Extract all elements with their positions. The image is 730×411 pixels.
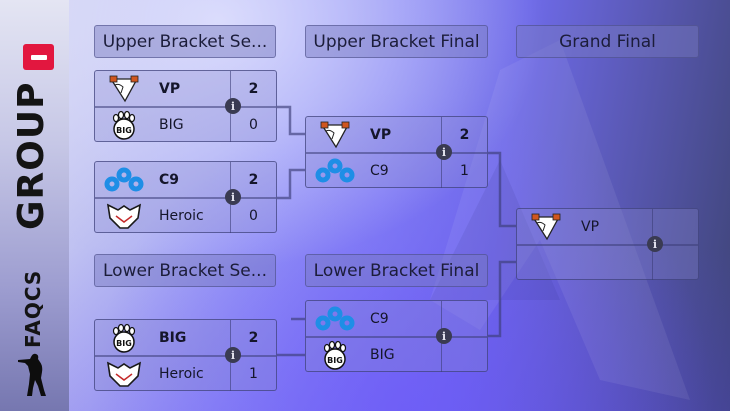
match-upper-semi-2[interactable]: C9 2 Heroic 0 i [94, 161, 277, 233]
team-row[interactable]: BIG BIG 2 [95, 320, 276, 357]
match-lower-semi[interactable]: BIG BIG 2 Heroic 1 i [94, 319, 277, 391]
team-score: 2 [230, 320, 276, 355]
match-info-icon[interactable]: i [225, 98, 241, 114]
match-lower-final[interactable]: C9 BIG BIG i [305, 300, 488, 372]
team-row[interactable]: BIG BIG [306, 337, 487, 372]
match-info-icon[interactable]: i [436, 328, 452, 344]
group-label: GROUP [11, 81, 52, 231]
team-score [441, 337, 487, 372]
round-header-lower-final: Lower Bracket Final [305, 254, 488, 287]
vp-logo-icon [306, 117, 364, 152]
team-score [652, 209, 698, 244]
round-header-upper-final: Upper Bracket Final [305, 25, 488, 58]
match-info-icon[interactable]: i [225, 347, 241, 363]
c9-logo-icon [306, 153, 364, 188]
round-header-grand-final: Grand Final [516, 25, 699, 58]
c9-logo-icon [306, 301, 364, 336]
team-score: 0 [230, 198, 276, 233]
team-name: BIG [159, 116, 184, 133]
team-row[interactable]: C9 [306, 301, 487, 338]
team-name: VP [370, 126, 392, 143]
svg-text:BIG: BIG [116, 339, 132, 348]
big-logo-icon: BIG [95, 320, 153, 355]
vp-logo-icon [517, 209, 575, 244]
team-name: C9 [370, 310, 389, 327]
team-row[interactable]: VP [517, 209, 698, 246]
team-name: VP [581, 218, 600, 235]
brand-logo-text: FAQCS [21, 269, 45, 348]
empty-logo-slot [517, 245, 575, 280]
match-upper-semi-1[interactable]: VP 2 BIG BIG 0 i [94, 70, 277, 142]
team-name: C9 [159, 171, 180, 188]
round-header-upper-semi: Upper Bracket Se... [94, 25, 276, 58]
big-logo-icon: BIG [95, 107, 153, 142]
team-row[interactable]: C9 1 [306, 153, 487, 188]
team-score: 2 [441, 117, 487, 152]
soldier-icon [18, 353, 46, 396]
team-row[interactable]: VP 2 [95, 71, 276, 108]
team-score: 1 [441, 153, 487, 188]
group-letter [30, 54, 47, 60]
team-name: Heroic [159, 365, 204, 382]
match-grand-final[interactable]: VP i [516, 208, 699, 280]
team-score: 1 [230, 356, 276, 391]
team-score: 2 [230, 162, 276, 197]
heroic-logo-icon [95, 198, 153, 233]
vp-logo-icon [95, 71, 153, 106]
team-row[interactable]: BIG BIG 0 [95, 107, 276, 142]
match-info-icon[interactable]: i [436, 144, 452, 160]
team-row[interactable]: VP 2 [306, 117, 487, 154]
team-score: 0 [230, 107, 276, 142]
svg-text:BIG: BIG [327, 356, 343, 365]
svg-text:BIG: BIG [116, 126, 132, 135]
team-score [652, 245, 698, 280]
group-letter-badge [23, 44, 54, 70]
team-name: BIG [159, 329, 187, 346]
team-row[interactable]: C9 2 [95, 162, 276, 199]
team-score: 2 [230, 71, 276, 106]
team-score [441, 301, 487, 336]
sidebar: GROUP FAQCS [0, 0, 69, 411]
heroic-logo-icon [95, 356, 153, 391]
c9-logo-icon [95, 162, 153, 197]
match-info-icon[interactable]: i [647, 236, 663, 252]
round-header-lower-semi: Lower Bracket Se... [94, 254, 276, 287]
team-row[interactable]: Heroic 1 [95, 356, 276, 391]
team-row[interactable]: Heroic 0 [95, 198, 276, 233]
team-name: Heroic [159, 207, 204, 224]
team-name: VP [159, 80, 181, 97]
match-upper-final[interactable]: VP 2 C9 1 i [305, 116, 488, 188]
team-name: C9 [370, 162, 389, 179]
big-logo-icon: BIG [306, 337, 364, 372]
team-row[interactable] [517, 245, 698, 280]
team-name: BIG [370, 346, 395, 363]
match-info-icon[interactable]: i [225, 189, 241, 205]
